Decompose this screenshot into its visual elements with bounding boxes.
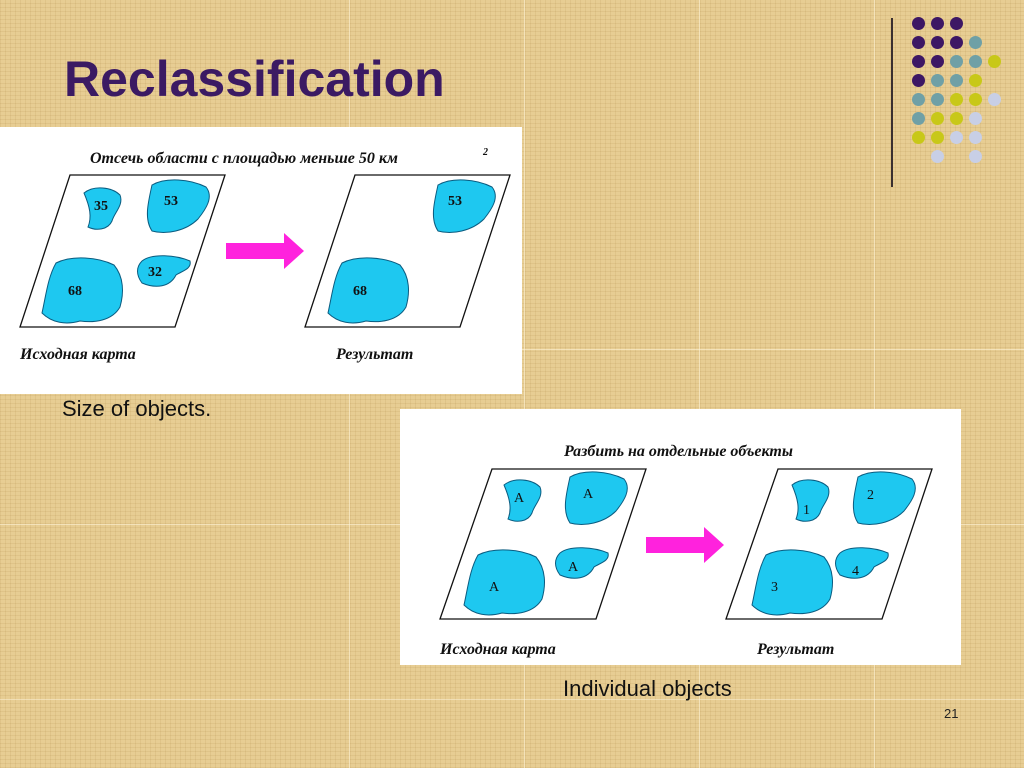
dot xyxy=(912,131,925,144)
source-map-label: Исходная карта xyxy=(439,641,556,658)
dot xyxy=(969,93,982,106)
dot xyxy=(912,36,925,49)
region-blob xyxy=(146,179,210,233)
slide-number: 21 xyxy=(944,706,959,721)
region-blob xyxy=(327,257,409,324)
region-label: 4 xyxy=(852,564,859,579)
dot xyxy=(931,131,944,144)
region-blob xyxy=(83,187,122,230)
region-label: 1 xyxy=(803,503,810,518)
region-blob xyxy=(463,549,545,616)
dot xyxy=(988,55,1001,68)
dot xyxy=(950,36,963,49)
region-label: A xyxy=(568,560,579,575)
source-map-label: Исходная карта xyxy=(19,346,136,363)
dot xyxy=(950,131,963,144)
transform-arrow-icon xyxy=(646,527,724,563)
dot xyxy=(950,17,963,30)
dot xyxy=(931,93,944,106)
region-label: 32 xyxy=(148,265,162,280)
dot xyxy=(912,55,925,68)
region-blob xyxy=(564,471,628,525)
dot xyxy=(988,93,1001,106)
dot xyxy=(969,36,982,49)
dot xyxy=(969,112,982,125)
dot xyxy=(969,55,982,68)
region-blob xyxy=(751,549,833,616)
region-blob xyxy=(555,547,609,579)
dot xyxy=(950,112,963,125)
region-blob xyxy=(835,547,889,579)
region-label: A xyxy=(489,580,500,595)
decorative-divider xyxy=(891,18,893,187)
dot xyxy=(931,36,944,49)
dot xyxy=(969,74,982,87)
region-label: A xyxy=(583,487,594,502)
dot xyxy=(931,17,944,30)
region-label: A xyxy=(514,491,525,506)
background-seam xyxy=(699,0,700,768)
dot xyxy=(931,150,944,163)
dot xyxy=(912,17,925,30)
dot xyxy=(950,74,963,87)
dot xyxy=(931,112,944,125)
transform-arrow-icon xyxy=(226,233,304,269)
background-seam xyxy=(874,0,875,768)
region-blob xyxy=(503,479,542,522)
region-blob xyxy=(137,255,191,287)
region-label: 35 xyxy=(94,199,108,214)
figure-size-filter: Отсечь области с площадью меньше 50 км 2… xyxy=(0,127,522,394)
dot xyxy=(931,74,944,87)
dot xyxy=(950,93,963,106)
dot xyxy=(912,112,925,125)
slide-title: Reclassification xyxy=(64,51,445,107)
region-blob xyxy=(41,257,123,324)
result-label: Результат xyxy=(335,346,413,363)
region-blob xyxy=(791,479,830,522)
background-seam xyxy=(524,0,525,768)
region-label: 2 xyxy=(867,488,874,503)
region-label: 53 xyxy=(448,194,462,209)
figure-split-objects: Разбить на отдельные объекты A A A A 1 2… xyxy=(400,409,961,665)
dot xyxy=(969,131,982,144)
caption-individual-objects: Individual objects xyxy=(563,676,732,701)
dot xyxy=(931,55,944,68)
region-label: 68 xyxy=(353,284,367,299)
dot xyxy=(912,93,925,106)
region-blob xyxy=(432,179,496,233)
background-seam xyxy=(0,699,1024,700)
dot xyxy=(912,74,925,87)
region-label: 53 xyxy=(164,194,178,209)
figure-heading: Отсечь области с площадью меньше 50 км xyxy=(90,150,398,167)
dot xyxy=(969,150,982,163)
figure-heading-superscript: 2 xyxy=(482,147,488,158)
region-blob xyxy=(852,471,916,525)
figure-heading: Разбить на отдельные объекты xyxy=(563,443,793,460)
region-label: 68 xyxy=(68,284,82,299)
caption-size-of-objects: Size of objects. xyxy=(62,396,212,421)
region-label: 3 xyxy=(771,580,778,595)
dot xyxy=(950,55,963,68)
result-label: Результат xyxy=(756,641,834,658)
